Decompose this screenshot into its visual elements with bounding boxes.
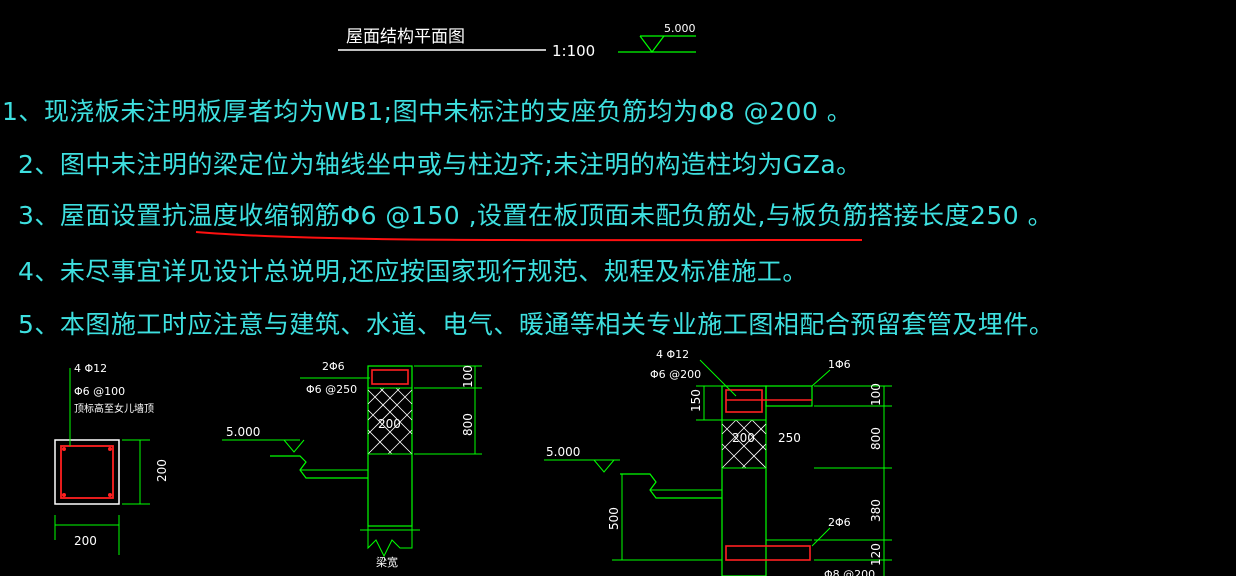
note-3-red-underline	[195, 231, 863, 242]
drawing-title: 屋面结构平面图	[346, 27, 465, 47]
d2-bars-label: 2Φ6	[322, 360, 345, 373]
drawing-scale: 1:100	[552, 42, 596, 60]
d2-dim-top: 100	[461, 365, 475, 388]
d3-bar-right-label: 1Φ6	[828, 358, 851, 371]
d1-dim-width: 200	[74, 534, 97, 548]
note-5: 5、本图施工时应注意与建筑、水道、电气、暖通等相关专业施工图相配合预留套管及埋件…	[18, 310, 1055, 339]
d3-bottom-cut-label: Φ8 @200	[824, 568, 875, 576]
d3-elevation: 5.000	[546, 445, 580, 459]
d3-dim-250: 250	[778, 431, 801, 445]
note-2: 2、图中未注明的梁定位为轴线坐中或与柱边齐;未注明的构造柱均为GZa。	[18, 150, 862, 179]
d1-bars-label: 4 Φ12	[74, 362, 107, 375]
d3-bars-label: 4 Φ12	[656, 348, 689, 361]
d2-inner-label: 200	[378, 417, 401, 431]
d2-bottom-label: 梁宽	[376, 555, 398, 569]
d2-stirrup-label: Φ6 @250	[306, 383, 357, 396]
detail-2-parapet-section: 2Φ6 Φ6 @250 200 100 800 5.000 梁宽	[222, 360, 482, 569]
detail-1-column-section: 4 Φ12 Φ6 @100 顶标高至女儿墙顶 200 200	[54, 362, 169, 555]
d3-dim-380: 380	[869, 499, 883, 522]
d1-note-label: 顶标高至女儿墙顶	[74, 402, 154, 415]
d3-dim-200: 200	[732, 431, 755, 445]
note-1: 1、现浇板未注明板厚者均为WB1;图中未标注的支座负筋均为Φ8 @200 。	[2, 97, 853, 126]
d3-dim-500: 500	[607, 507, 621, 530]
d2-elevation: 5.000	[226, 425, 260, 439]
detail-3-beam-section: 4 Φ12 Φ6 @200 1Φ6 2Φ6 150 200 250 100 80…	[544, 348, 892, 576]
d3-dim-150: 150	[689, 389, 703, 412]
d1-dim-height: 200	[155, 459, 169, 482]
d3-stirrup-label: Φ6 @200	[650, 368, 701, 381]
d3-dim-120: 120	[869, 543, 883, 566]
top-elevation-symbol	[618, 35, 696, 53]
d1-stirrup-label: Φ6 @100	[74, 385, 125, 398]
d3-dim-800: 800	[869, 427, 883, 450]
d3-dim-100: 100	[869, 383, 883, 406]
d3-bar-low-label: 2Φ6	[828, 516, 851, 529]
top-elevation-label: 5.000	[664, 22, 696, 35]
d2-dim-mid: 800	[461, 413, 475, 436]
note-3: 3、屋面设置抗温度收缩钢筋Φ6 @150 ,设置在板顶面未配负筋处,与板负筋搭接…	[18, 201, 1054, 230]
note-4: 4、未尽事宜详见设计总说明,还应按国家现行规范、规程及标准施工。	[18, 257, 808, 286]
